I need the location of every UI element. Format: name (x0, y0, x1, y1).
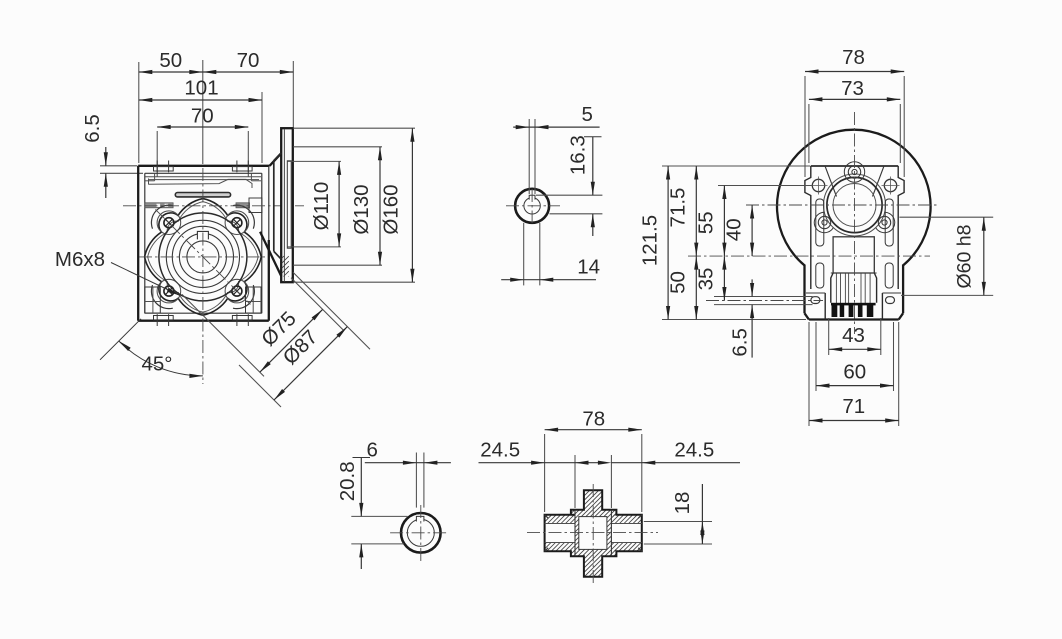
svg-text:78: 78 (842, 46, 865, 69)
svg-text:50: 50 (667, 271, 690, 294)
svg-text:78: 78 (582, 408, 605, 431)
svg-text:71.5: 71.5 (667, 188, 690, 228)
svg-text:40: 40 (723, 218, 746, 241)
svg-text:5: 5 (581, 103, 592, 126)
svg-text:43: 43 (842, 324, 865, 347)
svg-text:50: 50 (159, 49, 182, 72)
svg-text:6.5: 6.5 (81, 114, 104, 143)
svg-text:121.5: 121.5 (639, 215, 662, 266)
svg-text:24.5: 24.5 (674, 438, 714, 461)
svg-text:16.3: 16.3 (567, 135, 590, 175)
svg-text:73: 73 (841, 77, 864, 100)
svg-text:M6x8: M6x8 (55, 248, 105, 271)
svg-text:18: 18 (671, 492, 694, 515)
svg-text:60: 60 (843, 361, 866, 384)
svg-text:24.5: 24.5 (480, 438, 520, 461)
svg-text:6: 6 (366, 438, 377, 461)
svg-text:70: 70 (191, 104, 214, 127)
svg-text:20.8: 20.8 (336, 461, 359, 501)
svg-text:70: 70 (237, 49, 260, 72)
svg-text:55: 55 (695, 211, 718, 234)
svg-text:Ø130: Ø130 (350, 184, 373, 234)
svg-text:6.5: 6.5 (728, 328, 751, 357)
svg-text:Ø60 h8: Ø60 h8 (954, 225, 976, 289)
svg-text:14: 14 (577, 256, 600, 279)
svg-text:71: 71 (842, 395, 865, 418)
svg-text:Ø110: Ø110 (310, 182, 333, 231)
svg-text:101: 101 (184, 77, 218, 100)
svg-text:45°: 45° (141, 353, 172, 376)
svg-text:Ø160: Ø160 (380, 184, 403, 234)
svg-text:35: 35 (695, 268, 718, 291)
